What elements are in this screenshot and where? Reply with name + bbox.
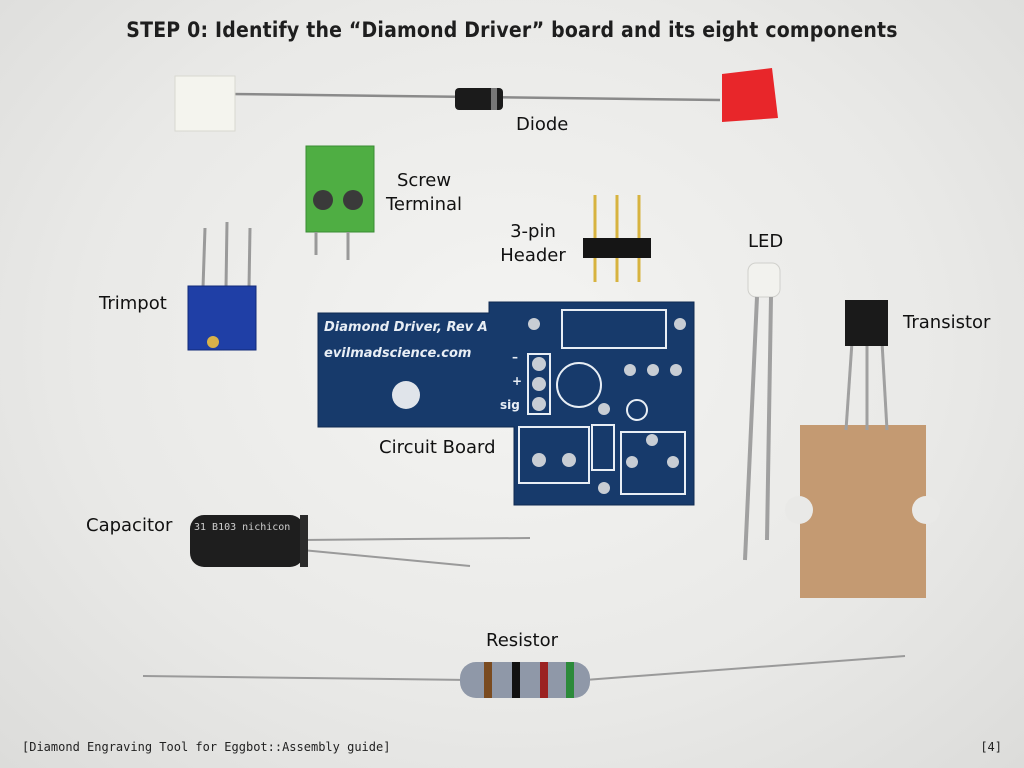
label-header-line2: Header xyxy=(500,245,566,266)
led-image xyxy=(743,262,781,561)
capacitor-image xyxy=(190,515,531,567)
transistor-image xyxy=(785,300,940,598)
footer-guide-title: [Diamond Engraving Tool for Eggbot::Asse… xyxy=(22,740,391,754)
resistor-image xyxy=(142,655,906,698)
label-header: 3-pin Header xyxy=(497,220,569,268)
label-screw-terminal: Screw Terminal xyxy=(385,169,463,217)
label-capacitor: Capacitor xyxy=(86,515,173,536)
label-header-line1: 3-pin xyxy=(510,221,556,242)
capacitor-marking: 31 B103 nichicon xyxy=(194,522,291,533)
label-circuit-board: Circuit Board xyxy=(379,437,496,458)
board-url-silkscreen: evilmadscience.com xyxy=(324,346,472,361)
label-diode: Diode xyxy=(516,114,569,135)
trimpot-image xyxy=(187,221,257,351)
board-minus-silkscreen: – xyxy=(512,350,518,364)
board-plus-silkscreen: + xyxy=(512,374,523,388)
label-screw-terminal-line2: Terminal xyxy=(385,194,463,215)
header-image xyxy=(583,195,651,282)
label-transistor: Transistor xyxy=(903,312,991,333)
slide-title: STEP 0: Identify the “Diamond Driver” bo… xyxy=(126,18,898,42)
screw-terminal-image xyxy=(305,145,375,260)
circuit-board-image xyxy=(317,301,695,506)
label-screw-terminal-line1: Screw xyxy=(396,170,452,191)
label-resistor: Resistor xyxy=(486,630,558,651)
label-trimpot: Trimpot xyxy=(99,293,167,314)
diode-image xyxy=(174,68,778,132)
board-sig-silkscreen: sig xyxy=(500,398,520,412)
label-led: LED xyxy=(748,231,784,252)
footer-page-number: [4] xyxy=(980,740,1002,754)
board-name-silkscreen: Diamond Driver, Rev A xyxy=(324,320,488,335)
